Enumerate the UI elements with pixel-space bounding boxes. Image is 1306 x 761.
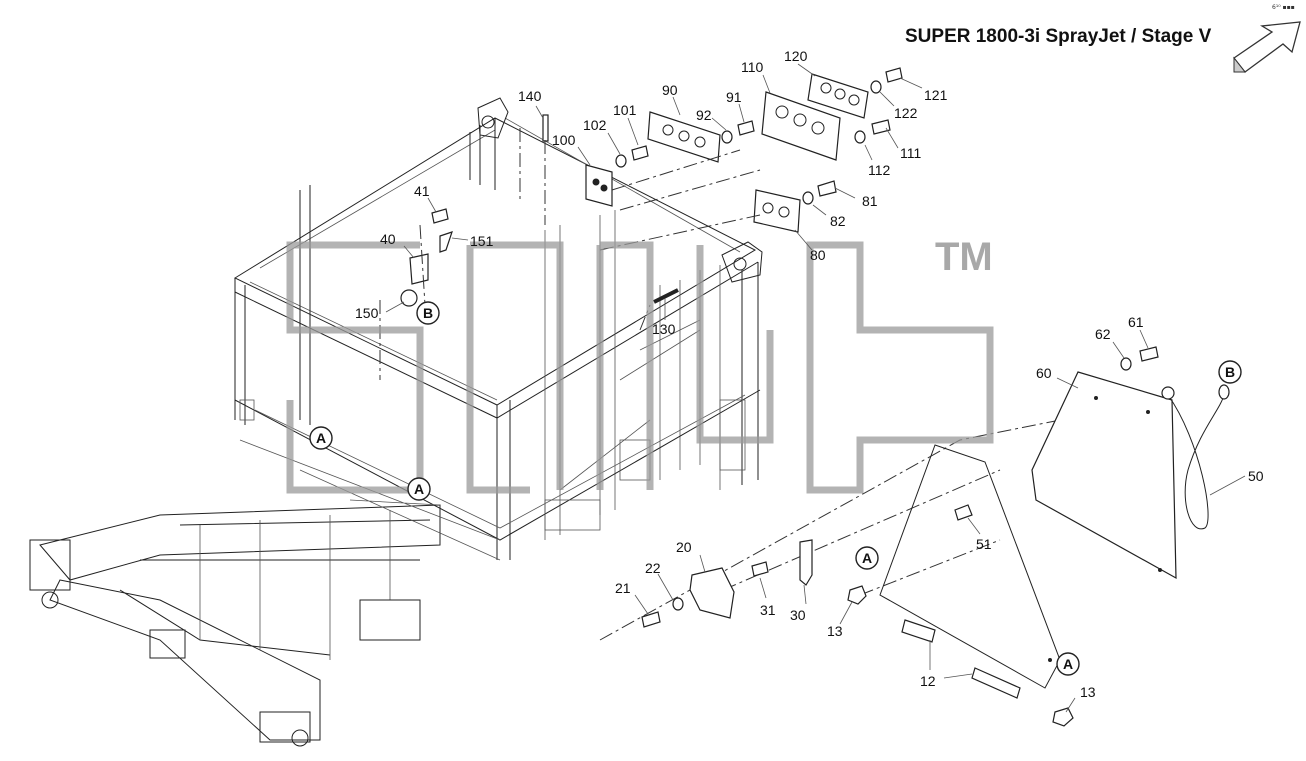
plate-80 [753, 189, 801, 233]
part-label-80: 80 [810, 247, 826, 263]
watermark-logo: TM [286, 235, 994, 494]
plate-100 [585, 164, 613, 207]
part-label-41: 41 [414, 183, 430, 199]
part-label-140: 140 [518, 88, 542, 104]
latch-30 [799, 539, 813, 586]
screw-91 [737, 120, 755, 136]
part-label-60: 60 [1036, 365, 1052, 381]
screw-21 [641, 611, 661, 628]
plate-120 [807, 73, 869, 119]
part-label-102: 102 [583, 117, 607, 133]
reference-marker-b: B [1218, 360, 1242, 384]
direction-arrow-icon [1233, 21, 1301, 73]
part-label-111: 111 [900, 145, 921, 161]
diagram-title: SUPER 1800-3i SprayJet / Stage V [905, 26, 1212, 47]
washer-92 [721, 130, 733, 144]
bolt-12-lower [971, 667, 1021, 699]
screw-61 [1139, 346, 1159, 362]
screw-81 [817, 180, 837, 197]
washer-82 [802, 191, 814, 205]
part-label-122: 122 [894, 105, 918, 121]
svg-text:B: B [423, 305, 433, 321]
part-label-81: 81 [862, 193, 878, 209]
plate-110 [761, 91, 841, 161]
part-label-30: 30 [790, 607, 806, 623]
bracket-40 [409, 253, 429, 285]
panel-60 [1031, 371, 1177, 580]
part-label-21: 21 [615, 580, 631, 596]
bolt-151 [439, 231, 453, 253]
part-label-61: 61 [1128, 314, 1144, 330]
part-label-12: 12 [920, 673, 936, 689]
part-labels: 140 100 102 101 90 92 91 110 120 121 122… [355, 48, 1264, 700]
watermark-trademark: TM [935, 235, 993, 279]
svg-text:A: A [862, 550, 872, 566]
nut-13-lower [1052, 707, 1074, 727]
rod-130 [653, 288, 679, 304]
part-label-31: 31 [760, 602, 776, 618]
plate-guard [879, 444, 1061, 689]
part-label-40: 40 [380, 231, 396, 247]
nut-13-upper [847, 585, 867, 605]
washer-22 [672, 597, 684, 611]
screw-31 [751, 561, 769, 577]
reference-marker-a: A [309, 426, 333, 450]
part-label-82: 82 [830, 213, 846, 229]
part-label-13-lower: 13 [1080, 684, 1096, 700]
part-label-110: 110 [741, 59, 764, 75]
box-20 [689, 567, 735, 619]
part-label-151: 151 [470, 233, 494, 249]
svg-text:A: A [1063, 656, 1073, 672]
part-label-130: 130 [652, 321, 676, 337]
part-label-120: 120 [784, 48, 808, 64]
corner-mark: 6¹⁰ ▪▪▪ [1272, 4, 1295, 11]
washer-112 [854, 130, 866, 144]
part-label-20: 20 [676, 539, 692, 555]
leader-lines [385, 63, 1246, 713]
part-label-90: 90 [662, 82, 678, 98]
clamp-150 [400, 289, 418, 307]
cable-50 [1161, 384, 1230, 530]
part-label-100: 100 [552, 132, 576, 148]
part-label-13: 13 [827, 623, 843, 639]
part-label-22: 22 [645, 560, 661, 576]
part-label-91: 91 [726, 89, 742, 105]
bolt-51 [954, 504, 973, 521]
part-label-150: 150 [355, 305, 379, 321]
pin-140 [542, 114, 549, 142]
svg-text:B: B [1225, 364, 1235, 380]
reference-marker-b: B [416, 301, 440, 325]
reference-marker-a: A [855, 546, 879, 570]
washer-102 [615, 154, 627, 168]
part-label-50: 50 [1248, 468, 1264, 484]
plate-90 [647, 111, 721, 163]
part-label-62: 62 [1095, 326, 1111, 342]
svg-text:A: A [316, 430, 326, 446]
part-label-101: 101 [613, 102, 637, 118]
part-label-92: 92 [696, 107, 712, 123]
part-label-112: 112 [868, 162, 891, 178]
bolt-12-upper [901, 619, 936, 643]
reference-markers: A A A A B B [309, 301, 1242, 676]
main-frame [29, 97, 763, 747]
part-label-51: 51 [976, 536, 992, 552]
screw-121 [885, 67, 903, 83]
screw-101 [631, 145, 649, 161]
reference-marker-a: A [407, 477, 431, 501]
washer-62 [1120, 357, 1132, 371]
screw-111 [871, 119, 891, 135]
reference-marker-a: A [1056, 652, 1080, 676]
svg-text:A: A [414, 481, 424, 497]
washer-122 [870, 80, 882, 94]
bolt-41 [431, 208, 449, 224]
part-label-121: 121 [924, 87, 948, 103]
